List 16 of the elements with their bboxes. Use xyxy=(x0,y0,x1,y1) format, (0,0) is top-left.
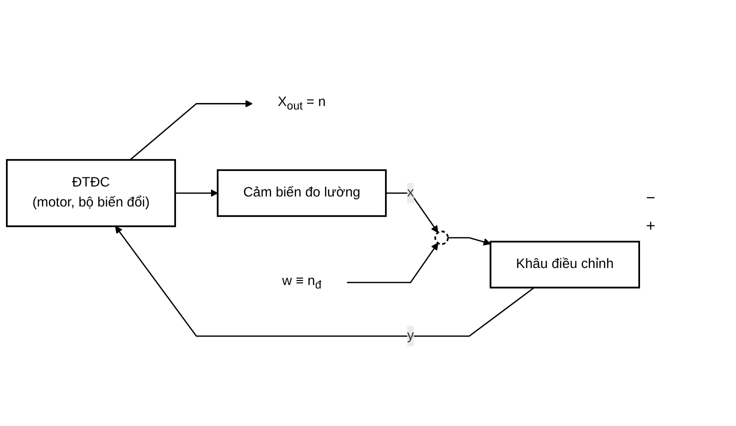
sign-label: + xyxy=(646,218,656,236)
arrow xyxy=(115,226,535,337)
node-box: ĐTĐC (motor, bộ biến đổi) xyxy=(6,158,176,228)
node-circle xyxy=(434,230,449,245)
arrow xyxy=(386,192,438,233)
arrow xyxy=(346,242,438,284)
arrow xyxy=(130,100,253,160)
node-box: Cảm biến đo lường xyxy=(216,169,387,217)
sign-label: − xyxy=(646,190,656,208)
node-text: w ≡ n$_{đ}$ xyxy=(282,274,322,291)
node-box: Khâu điều chỉnh xyxy=(490,240,640,288)
arrow xyxy=(175,189,218,197)
node-text: X$_{out}$ = n xyxy=(278,95,326,112)
arrow xyxy=(448,237,491,246)
edge-label: y xyxy=(407,328,414,343)
edge-label: x xyxy=(407,185,414,200)
